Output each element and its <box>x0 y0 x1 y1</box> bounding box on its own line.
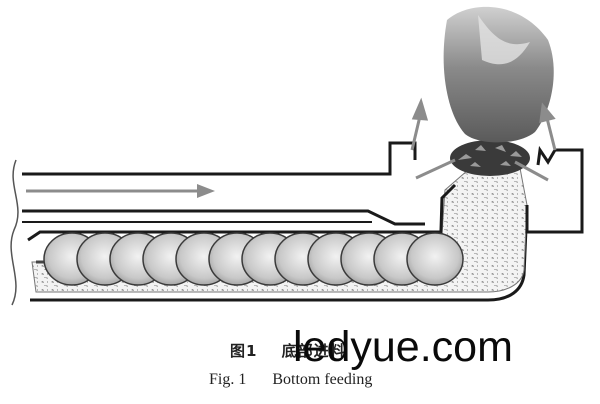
flame-tongue <box>478 15 530 65</box>
riser-right-wall <box>525 145 584 234</box>
figure-caption-english: Fig. 1 Bottom feeding <box>209 371 372 389</box>
figure-title-en: Bottom feeding <box>272 371 373 388</box>
flame <box>443 6 554 143</box>
air-flow-arrowhead <box>197 184 215 198</box>
auger-flight <box>406 232 464 286</box>
secondary-air-arrows <box>410 97 557 182</box>
figure-title-cn: 底部进料 <box>281 342 346 360</box>
figure-caption-chinese: 图1 底部进料 <box>226 340 346 361</box>
middle-duct-wall <box>22 209 425 226</box>
left-wavy-edge <box>10 159 19 306</box>
auger-flights <box>43 232 464 286</box>
upper-duct-wall <box>22 141 417 176</box>
watermark-text: ledyue.com <box>293 323 513 371</box>
figure-number-en: Fig. 1 <box>209 371 247 388</box>
burning-fuel-pile <box>450 140 530 176</box>
figure-number-cn: 图1 <box>230 342 258 360</box>
